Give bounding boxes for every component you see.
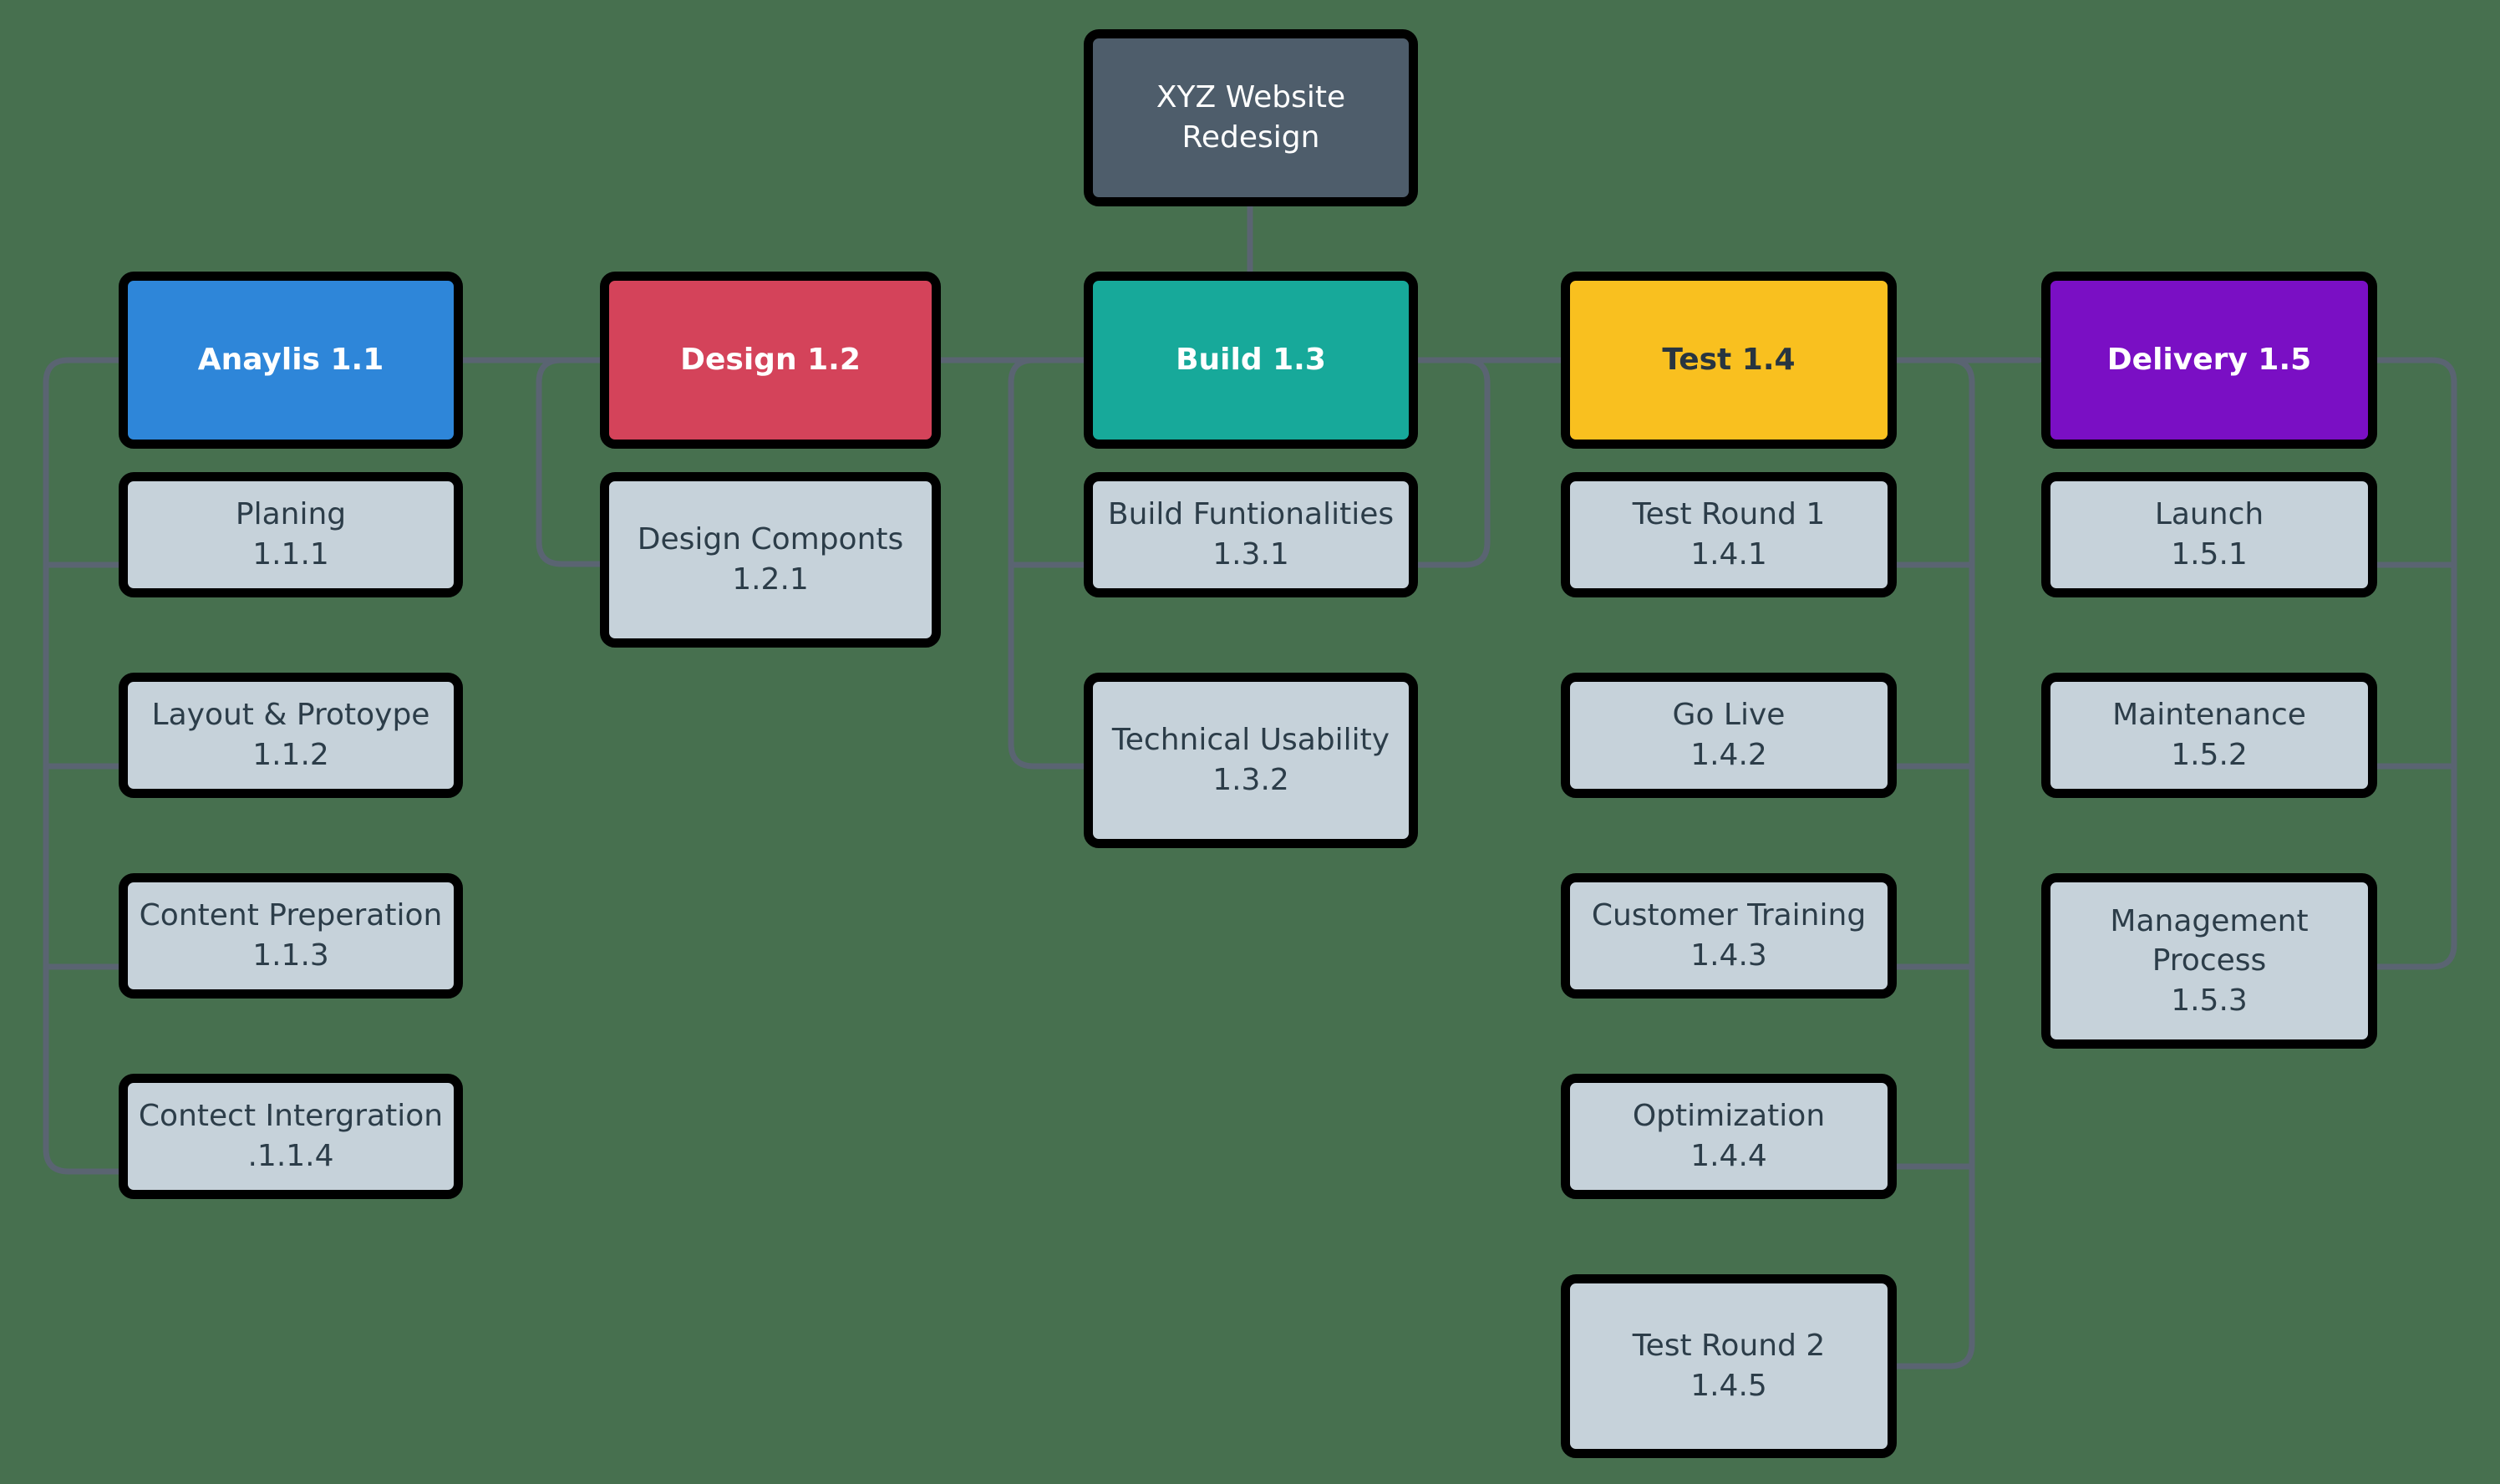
bracket-build-right [1415, 357, 1491, 568]
phase-header-analysis[interactable]: Anaylis 1.1 [119, 272, 463, 449]
task-code-1-4-4: 1.4.4 [1690, 1139, 1767, 1173]
root-title-line2: Redesign [1181, 120, 1320, 155]
task-name-1-3-1: Build Funtionalities [1107, 497, 1395, 532]
bracket-design [536, 357, 603, 567]
task-code-1-3-2: 1.3.2 [1212, 763, 1289, 797]
phase-label-test: Test 1.4 [1662, 343, 1796, 378]
task-code-1-1-4: .1.1.4 [247, 1139, 334, 1173]
task-name-1-4-4: Optimization [1632, 1099, 1826, 1134]
task-node-1-5-3[interactable]: Management Process 1.5.3 [2041, 873, 2377, 1049]
task-name-1-1-1: Planing [235, 497, 347, 532]
task-name-1-1-3: Content Preperation [139, 898, 443, 933]
root-node[interactable]: XYZ Website Redesign [1084, 29, 1418, 206]
task-node-1-2-1[interactable]: Design Componts 1.2.1 [600, 472, 941, 648]
phase-header-design[interactable]: Design 1.2 [600, 272, 941, 449]
task-name-1-1-4: Contect Intergration [138, 1099, 444, 1134]
task-name-1-3-2: Technical Usability [1111, 723, 1390, 758]
task-node-1-4-5[interactable]: Test Round 2 1.4.5 [1561, 1274, 1897, 1458]
task-node-1-4-4[interactable]: Optimization 1.4.4 [1561, 1074, 1897, 1199]
task-node-1-3-2[interactable]: Technical Usability 1.3.2 [1084, 673, 1418, 848]
task-code-1-1-3: 1.1.3 [252, 938, 329, 973]
bracket-test [1893, 357, 1975, 1370]
task-code-1-2-1: 1.2.1 [732, 562, 809, 597]
task-name-1-2-1: Design Componts [637, 522, 904, 557]
task-code-1-5-1: 1.5.1 [2171, 537, 2248, 572]
task-node-1-4-1[interactable]: Test Round 1 1.4.1 [1561, 472, 1897, 597]
task-name-1-4-3: Customer Training [1591, 898, 1867, 933]
task-code-1-3-1: 1.3.1 [1212, 537, 1289, 572]
task-code-1-4-2: 1.4.2 [1690, 738, 1767, 772]
task-node-1-1-1[interactable]: Planing 1.1.1 [119, 472, 463, 597]
bracket-delivery [2374, 357, 2457, 970]
task-code-1-5-3: 1.5.3 [2171, 983, 2248, 1018]
task-node-1-4-2[interactable]: Go Live 1.4.2 [1561, 673, 1897, 798]
task-node-1-1-4[interactable]: Contect Intergration .1.1.4 [119, 1074, 463, 1199]
task-code-1-1-1: 1.1.1 [252, 537, 329, 572]
task-node-1-4-3[interactable]: Customer Training 1.4.3 [1561, 873, 1897, 999]
task-node-1-3-1[interactable]: Build Funtionalities 1.3.1 [1084, 472, 1418, 597]
task-node-1-1-2[interactable]: Layout & Protoype 1.1.2 [119, 673, 463, 798]
task-name-1-5-3: Management Process [2110, 903, 2309, 978]
phase-label-design: Design 1.2 [680, 343, 861, 378]
phase-header-build[interactable]: Build 1.3 [1084, 272, 1418, 449]
task-name-1-4-2: Go Live [1672, 698, 1786, 733]
phase-label-delivery: Delivery 1.5 [2106, 343, 2312, 378]
phase-label-build: Build 1.3 [1176, 343, 1326, 378]
task-name-1-4-5: Test Round 2 [1632, 1329, 1826, 1364]
task-code-1-4-1: 1.4.1 [1690, 537, 1767, 572]
task-name-1-1-2: Layout & Protoype [151, 698, 430, 733]
task-code-1-5-2: 1.5.2 [2171, 738, 2248, 772]
task-node-1-5-1[interactable]: Launch 1.5.1 [2041, 472, 2377, 597]
task-name-1-5-1: Launch [2154, 497, 2264, 532]
phase-header-test[interactable]: Test 1.4 [1561, 272, 1897, 449]
task-code-1-4-3: 1.4.3 [1690, 938, 1767, 973]
task-name-1-5-2: Maintenance [2112, 698, 2306, 733]
task-node-1-1-3[interactable]: Content Preperation 1.1.3 [119, 873, 463, 999]
task-name-1-4-1: Test Round 1 [1632, 497, 1826, 532]
task-node-1-5-2[interactable]: Maintenance 1.5.2 [2041, 673, 2377, 798]
phase-header-delivery[interactable]: Delivery 1.5 [2041, 272, 2377, 449]
root-title-line1: XYZ Website [1156, 80, 1346, 115]
task-code-1-1-2: 1.1.2 [252, 738, 329, 772]
task-code-1-4-5: 1.4.5 [1690, 1369, 1767, 1403]
phase-label-analysis: Anaylis 1.1 [197, 343, 384, 378]
